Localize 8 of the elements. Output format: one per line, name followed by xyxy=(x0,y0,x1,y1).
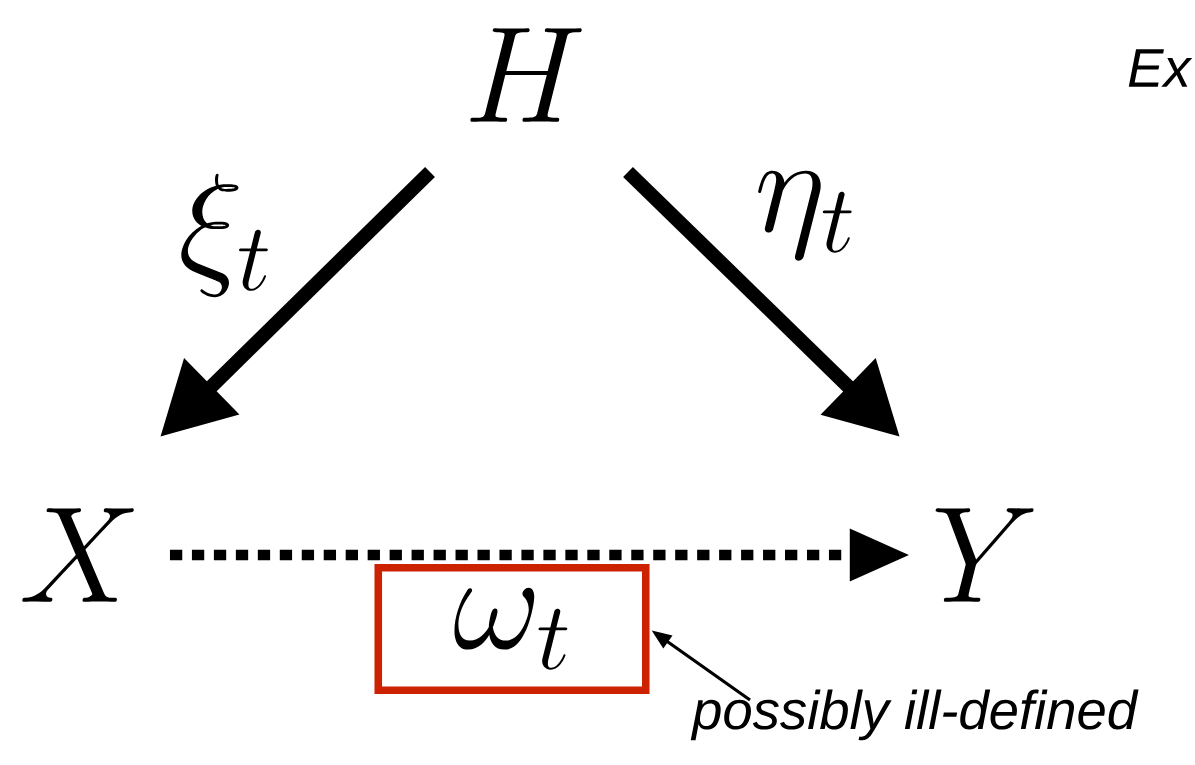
variable-label: $H$ xyxy=(470,28,582,122)
variable-label: $X$ xyxy=(22,508,134,602)
highlight-box: $\omega_t$ xyxy=(374,563,650,694)
variable-label: $Y$ xyxy=(935,508,1034,602)
annotation-text: possibly ill-defined xyxy=(690,689,1139,741)
edge-label: $\eta_t$ xyxy=(758,170,852,261)
cut-off-text: Ex xyxy=(1128,49,1193,87)
edge-label: $\xi_t$ xyxy=(181,173,268,298)
